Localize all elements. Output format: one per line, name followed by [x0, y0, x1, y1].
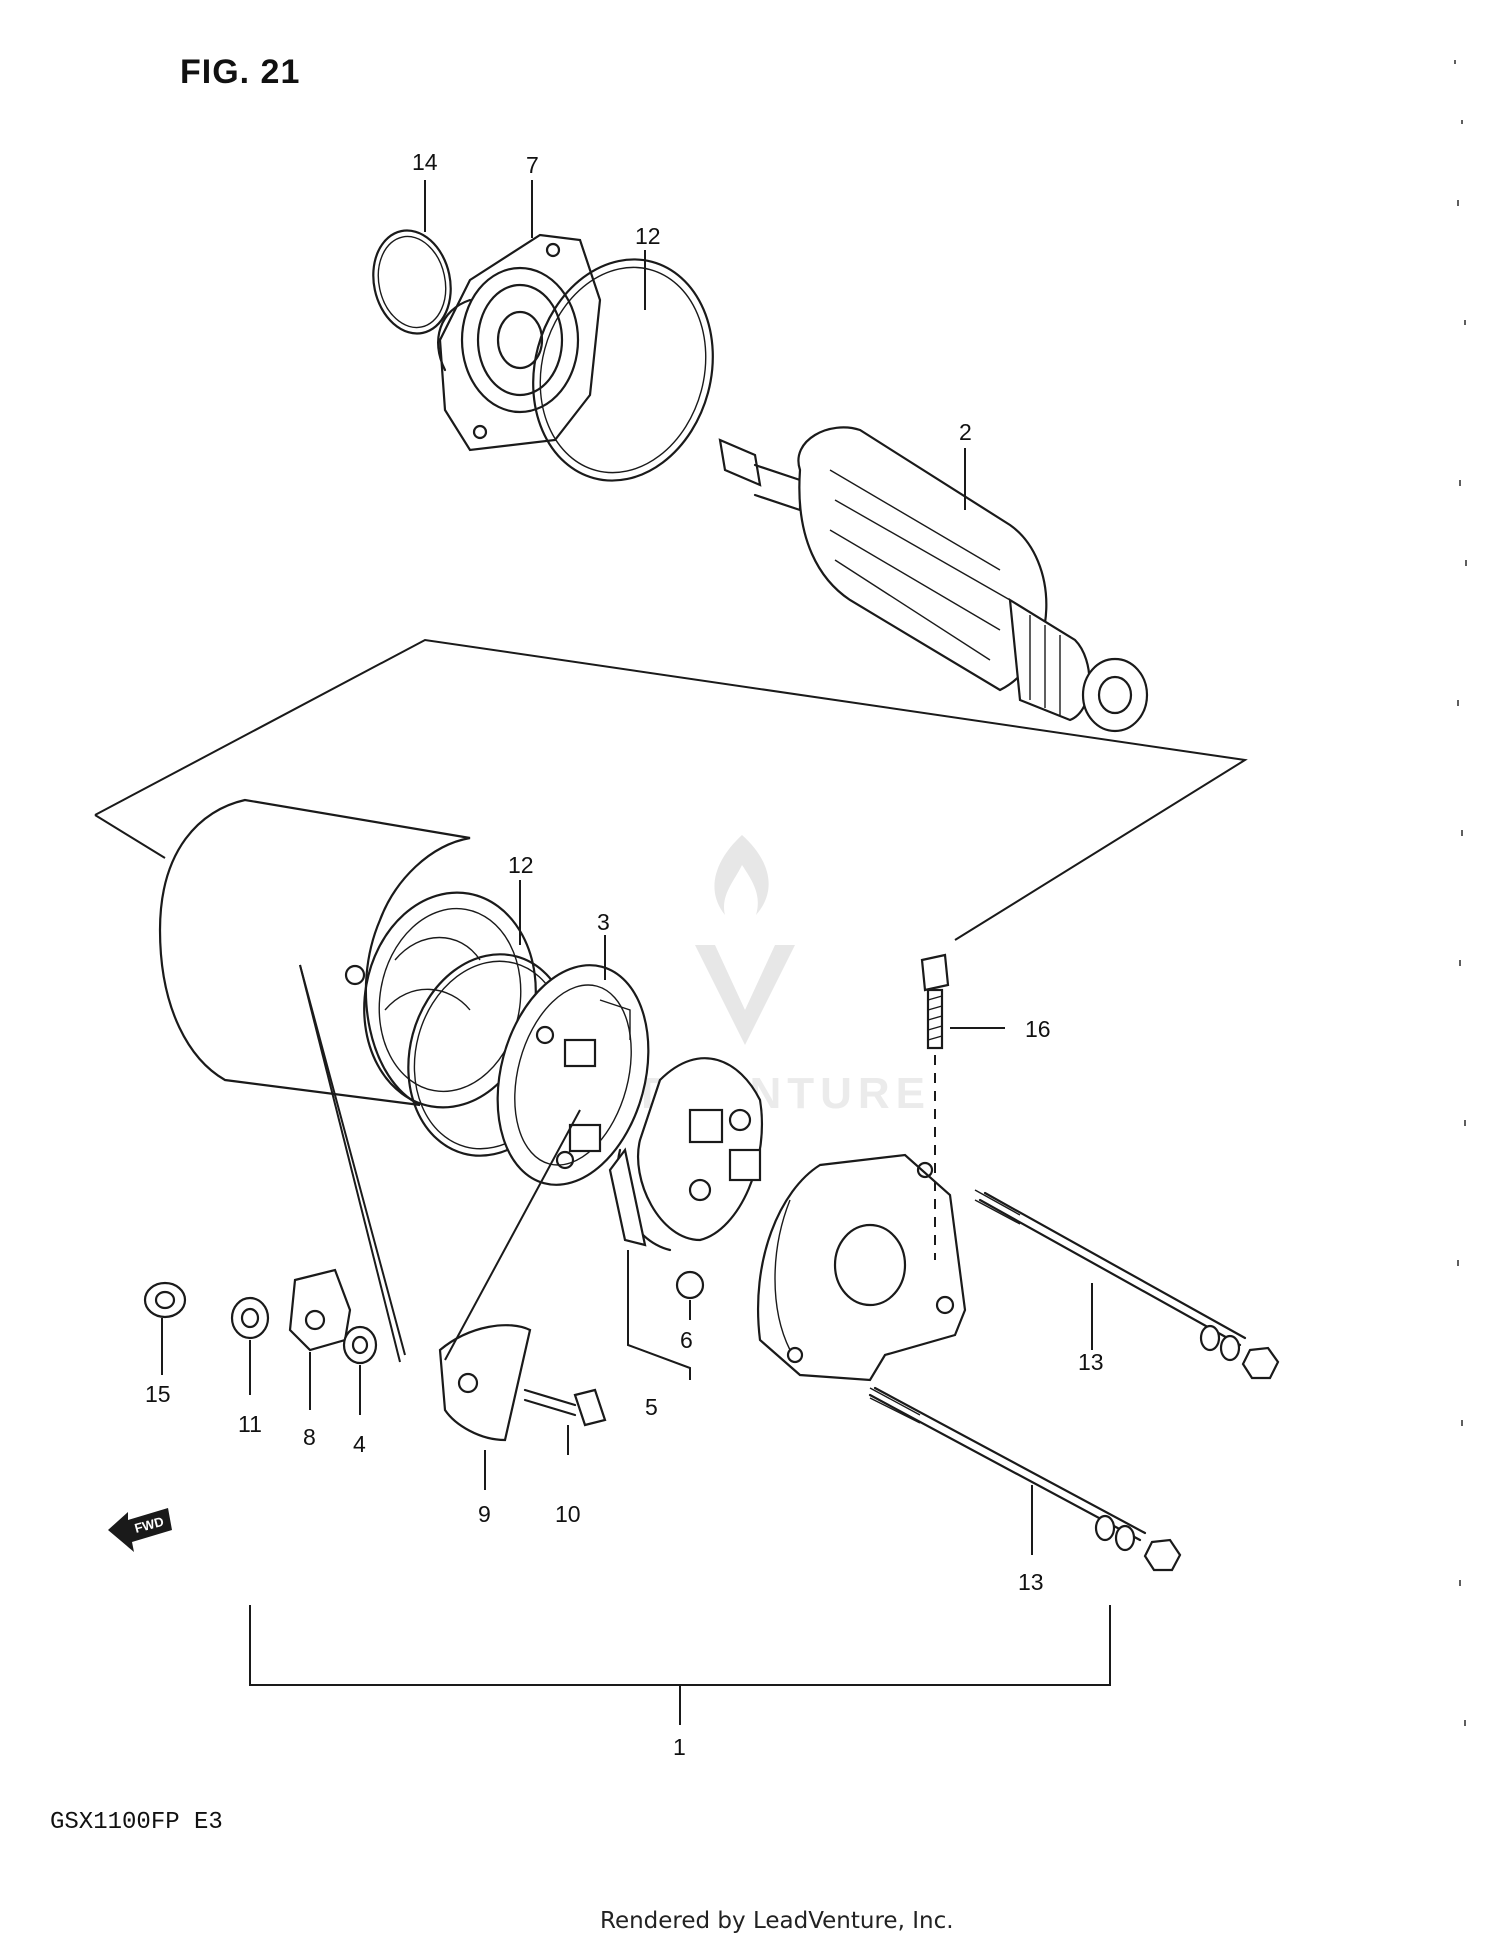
- callout-5: 5: [645, 1394, 658, 1420]
- scan-edge-marks: [1454, 60, 1467, 1726]
- callout-10: 10: [555, 1501, 581, 1527]
- figure-title: FIG. 21: [180, 53, 300, 91]
- part-14-o-ring: [372, 229, 452, 335]
- part-4-washer: [342, 1325, 378, 1365]
- part-16-bolt: [920, 953, 950, 1260]
- callout-16: 16: [1025, 1016, 1051, 1042]
- leader-lines: [161, 180, 1111, 1725]
- part-2-armature: [718, 426, 1149, 733]
- part-13-through-bolt-lower: [868, 1386, 1182, 1572]
- footer-credit: Rendered by LeadVenture, Inc.: [600, 1908, 954, 1934]
- callout-2: 2: [959, 419, 972, 445]
- callout-14: 14: [412, 149, 438, 175]
- callout-9: 9: [478, 1501, 491, 1527]
- callout-7: 7: [526, 152, 539, 178]
- part-5-brush-set: [608, 1057, 764, 1300]
- callout-1: 1: [673, 1734, 686, 1760]
- callout-15: 15: [145, 1381, 171, 1407]
- part-15-nut: [143, 1281, 187, 1319]
- callout-11: 11: [238, 1411, 262, 1437]
- motor-yoke: [158, 798, 537, 1109]
- callout-labels: 14 7 12 2 12 3 16 15 11 8 4 9 10 5 6 13 …: [145, 149, 1104, 1760]
- part-7-housing: [437, 233, 602, 452]
- part-13-through-bolt-upper: [974, 1189, 1280, 1380]
- callout-12-middle: 12: [508, 852, 534, 878]
- forward-label: FWD: [133, 1514, 165, 1536]
- callout-13-upper: 13: [1078, 1349, 1104, 1375]
- part-12-o-ring-top: [532, 258, 714, 482]
- model-code: GSX1100FP E3: [50, 1809, 223, 1836]
- assembly-outline: [94, 638, 1248, 941]
- callout-8: 8: [303, 1424, 316, 1450]
- part-3-brush-holder: [496, 964, 650, 1186]
- callout-12-top: 12: [635, 223, 661, 249]
- part-9-brush-spring-plate: [438, 1324, 532, 1442]
- part-11-bushing: [230, 1296, 270, 1340]
- forward-arrow-icon: FWD: [108, 1508, 172, 1552]
- part-10-screw: [523, 1388, 607, 1427]
- part-8-terminal: [288, 1268, 352, 1352]
- callout-4: 4: [353, 1431, 366, 1457]
- callout-3: 3: [597, 909, 610, 935]
- callout-6: 6: [680, 1327, 693, 1353]
- callout-13-lower: 13: [1018, 1569, 1044, 1595]
- end-cover: [756, 1153, 967, 1382]
